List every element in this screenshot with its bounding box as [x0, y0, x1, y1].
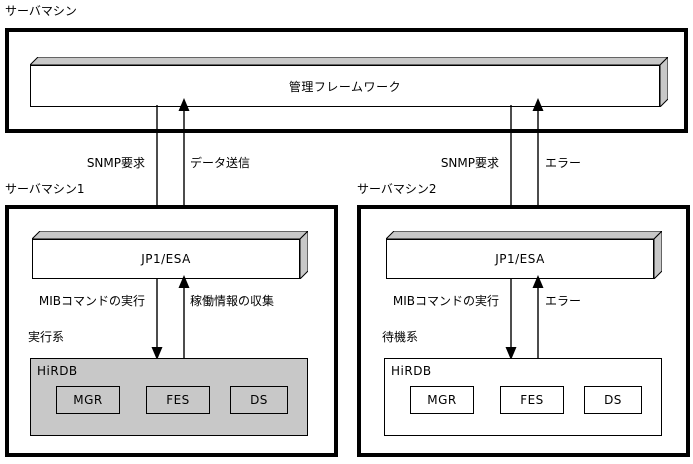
- unit-ds-1-label: DS: [250, 393, 268, 407]
- jp1-esa-label-2: JP1/ESA: [386, 239, 654, 279]
- unit-fes-2-label: FES: [520, 393, 544, 407]
- server-machine-2-title: サーバマシン2: [357, 182, 437, 196]
- flow-label-snmp-request-1: SNMP要求: [86, 156, 145, 170]
- flow-label-snmp-request-2: SNMP要求: [440, 156, 499, 170]
- unit-fes-1-label: FES: [166, 393, 190, 407]
- management-framework-box: 管理フレームワーク: [30, 57, 668, 107]
- unit-ds-2-label: DS: [604, 393, 622, 407]
- jp1-esa-box-2: JP1/ESA: [386, 231, 662, 279]
- flow-arrow-collect-stats: [177, 275, 191, 360]
- flow-label-collect-stats: 稼働情報の収集: [190, 294, 275, 308]
- system-label-standby: 待機系: [382, 330, 419, 344]
- unit-ds-1: DS: [230, 386, 288, 414]
- flow-label-error-top: エラー: [545, 156, 582, 170]
- hirdb-label-2: HiRDB: [391, 364, 432, 378]
- flow-label-data-send: データ送信: [190, 156, 251, 170]
- jp1-esa-box-1: JP1/ESA: [32, 231, 308, 279]
- unit-ds-2: DS: [584, 386, 642, 414]
- flow-label-mib-command-1: MIBコマンドの実行: [38, 294, 145, 308]
- unit-mgr-2: MGR: [410, 386, 474, 414]
- flow-label-mib-command-2: MIBコマンドの実行: [392, 294, 499, 308]
- unit-mgr-2-label: MGR: [427, 393, 457, 407]
- flow-label-error-inner: エラー: [545, 294, 582, 308]
- jp1-esa-label-1: JP1/ESA: [32, 239, 300, 279]
- unit-mgr-1-label: MGR: [73, 393, 103, 407]
- hirdb-label-1: HiRDB: [37, 364, 78, 378]
- flow-arrow-mib-command-2: [504, 279, 518, 360]
- management-framework-label: 管理フレームワーク: [30, 65, 660, 107]
- page-title: サーバマシン: [5, 4, 77, 18]
- flow-arrow-error-inner: [531, 275, 545, 360]
- unit-mgr-1: MGR: [56, 386, 120, 414]
- unit-fes-2: FES: [500, 386, 564, 414]
- system-label-active: 実行系: [28, 330, 65, 344]
- flow-arrow-mib-command-1: [150, 279, 164, 360]
- server-machine-1-title: サーバマシン1: [5, 182, 85, 196]
- unit-fes-1: FES: [146, 386, 210, 414]
